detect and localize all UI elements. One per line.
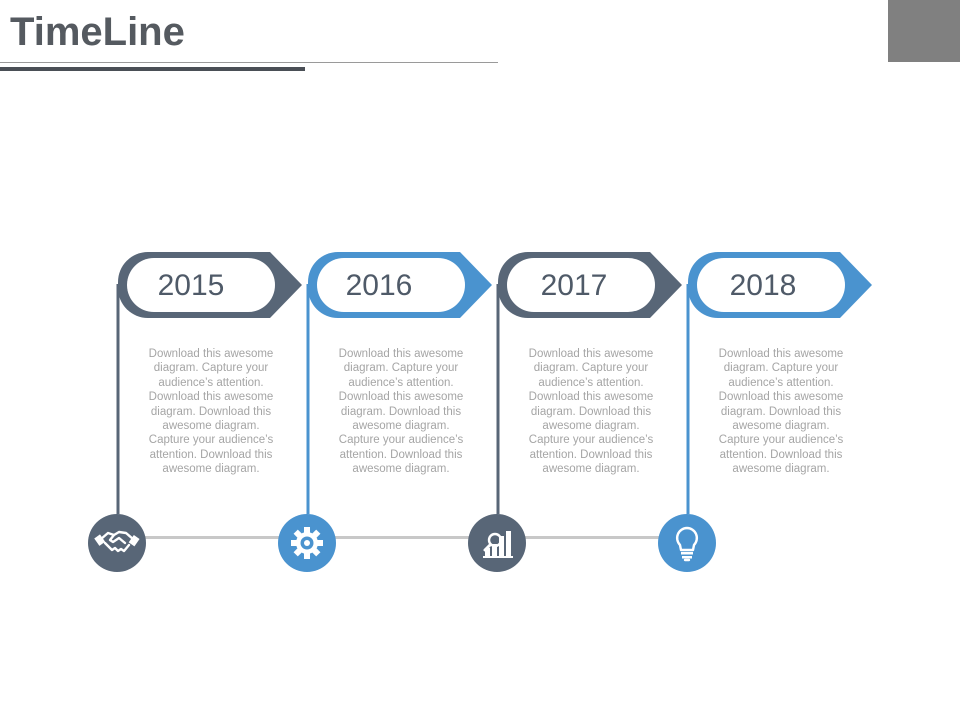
milestone-description: Download this awesome diagram. Capture y… <box>338 348 464 476</box>
timeline-connector <box>117 536 689 539</box>
chart-magnifier-icon <box>483 531 513 558</box>
handshake-icon <box>94 530 140 553</box>
year-pill-shape <box>496 252 682 514</box>
gear-icon <box>291 527 323 559</box>
year-pill-shape <box>116 252 302 514</box>
milestone-description: Download this awesome diagram. Capture y… <box>148 348 274 476</box>
title-underline-thin <box>0 62 498 63</box>
milestone-icon-circle[interactable] <box>278 514 336 572</box>
page-title: TimeLine <box>10 10 185 54</box>
year-label: 2017 <box>540 269 608 302</box>
lightbulb-icon <box>675 526 699 562</box>
milestone-description: Download this awesome diagram. Capture y… <box>528 348 654 476</box>
year-pill-shape <box>306 252 492 514</box>
milestone-icon-circle[interactable] <box>468 514 526 572</box>
year-pill-shape <box>686 252 872 514</box>
milestone-description: Download this awesome diagram. Capture y… <box>718 348 844 476</box>
year-label: 2016 <box>345 269 413 302</box>
milestone-icon-circle[interactable] <box>658 514 716 572</box>
milestone-icon-circle[interactable] <box>88 514 146 572</box>
corner-decoration <box>888 0 960 62</box>
title-underline-thick <box>0 67 305 71</box>
year-label: 2018 <box>729 269 797 302</box>
year-label: 2015 <box>157 269 225 302</box>
